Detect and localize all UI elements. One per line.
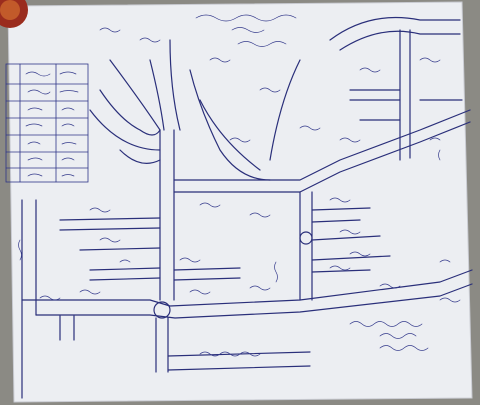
title-scribble — [195, 14, 297, 47]
legend-table — [5, 63, 89, 183]
paper-sheet — [8, 2, 472, 402]
landmark-circle — [299, 231, 313, 245]
road-network — [21, 17, 473, 399]
place-labels — [18, 27, 461, 357]
signature — [349, 321, 429, 351]
